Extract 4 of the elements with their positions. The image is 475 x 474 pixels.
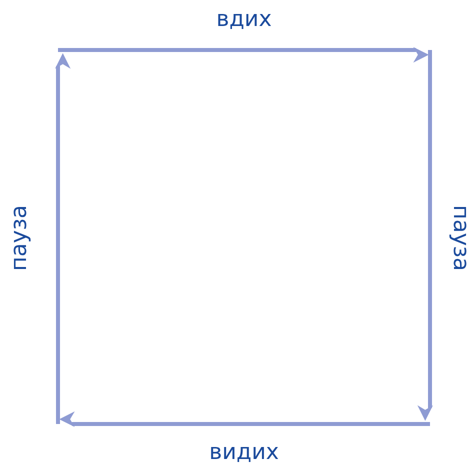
- step-label: пауза: [9, 204, 31, 272]
- step-label: вдих: [216, 9, 272, 31]
- step-label: видих: [209, 442, 279, 464]
- step-label: пауза: [449, 204, 471, 272]
